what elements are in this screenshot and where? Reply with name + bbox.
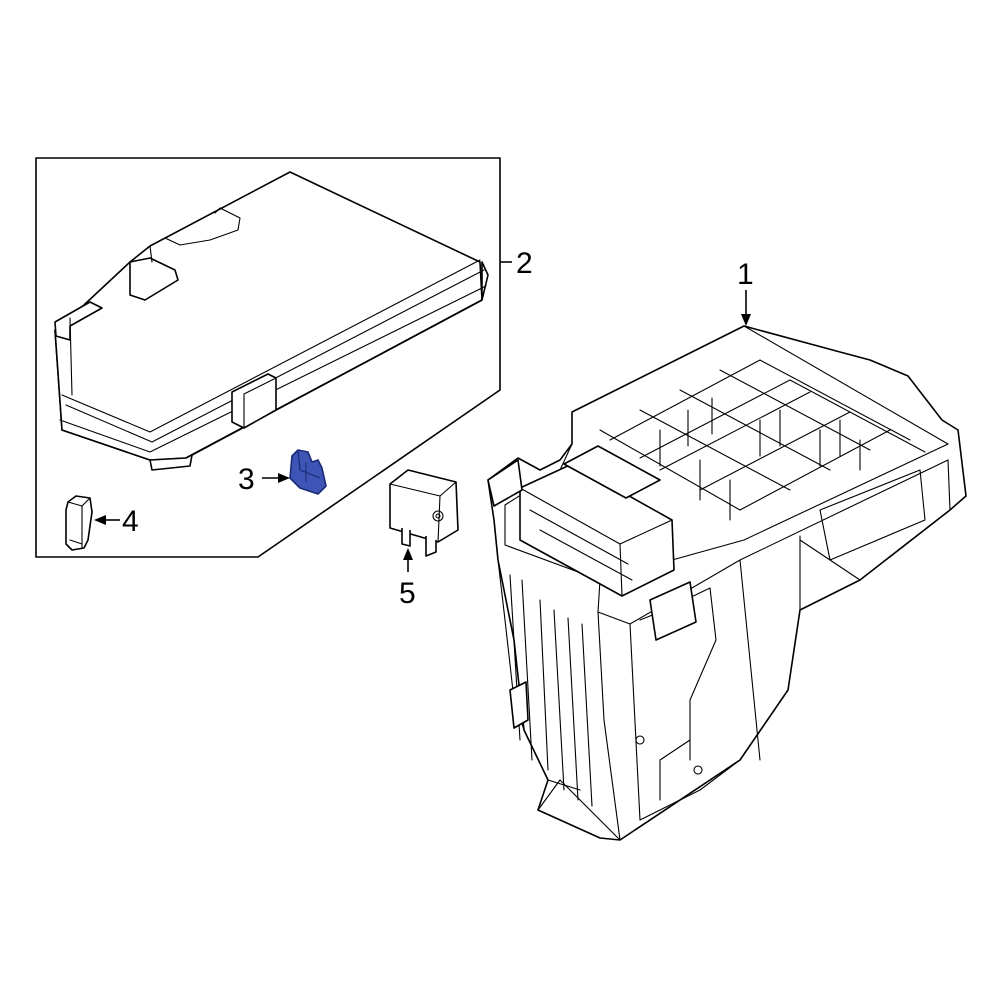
callout-2: 2 (516, 247, 533, 280)
callout-1: 1 (737, 258, 754, 291)
callout-3: 3 (238, 463, 255, 496)
callout-4: 4 (122, 505, 139, 538)
fuse-box-cover[interactable] (54, 171, 489, 471)
arrowhead-3 (278, 473, 290, 483)
fuse-clip-highlighted[interactable] (289, 449, 327, 495)
relay[interactable] (389, 469, 459, 557)
fuse-box-housing[interactable] (487, 325, 967, 841)
callout-5: 5 (399, 577, 416, 610)
small-fuse[interactable] (65, 495, 93, 551)
inset-frame (35, 157, 501, 558)
arrowhead-5 (403, 548, 413, 560)
arrowhead-4 (94, 515, 106, 525)
arrowhead-1 (741, 314, 751, 326)
